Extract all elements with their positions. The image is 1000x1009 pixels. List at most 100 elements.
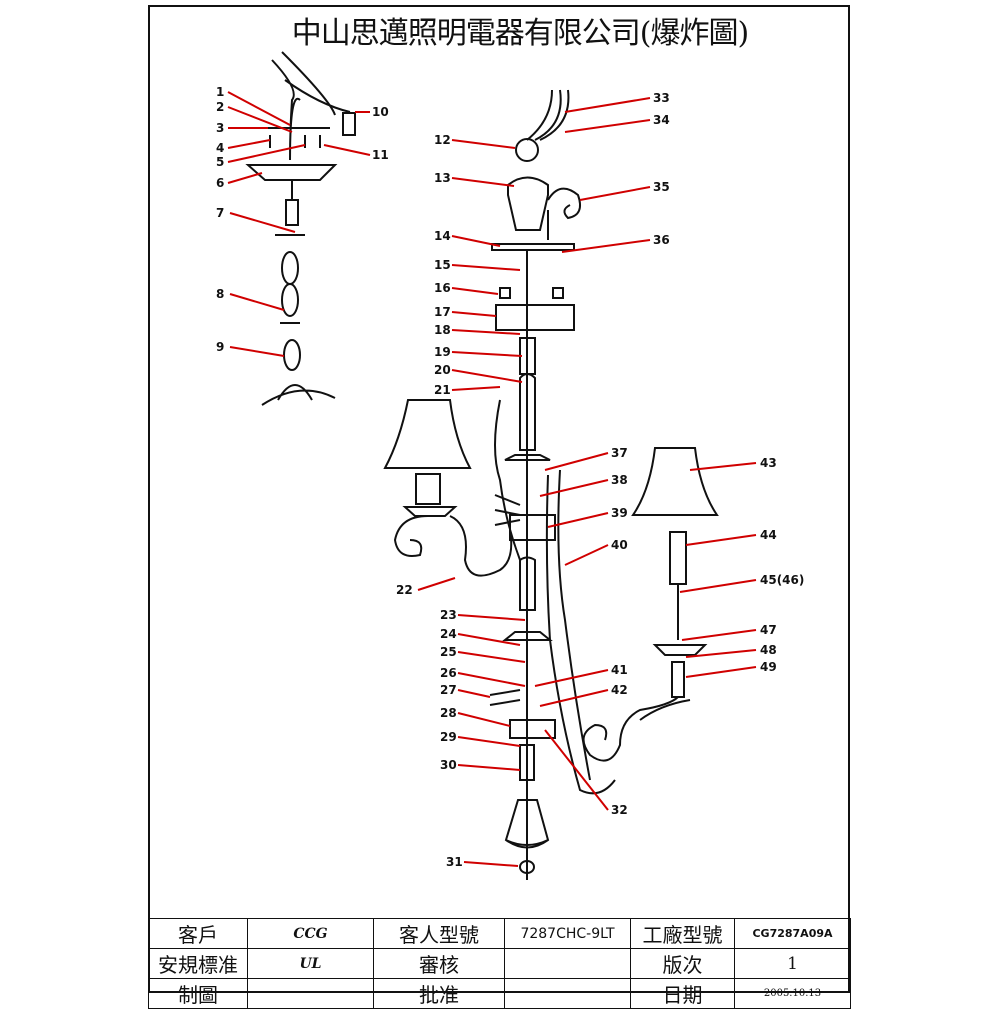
loop-ring [515,138,539,162]
left-cup [402,506,458,517]
review-label: 審核 [373,948,505,979]
left-candle [415,473,441,505]
leader-line [417,577,456,591]
part-number-label: 1 [216,85,224,99]
leader-line [457,633,521,646]
leader-line [227,172,263,184]
left-arm [393,399,521,577]
part-number-label: 15 [434,258,451,272]
leader-line [685,534,757,546]
version-value: 1 [734,948,851,979]
safety-value: UL [247,948,374,979]
chain-link [281,251,299,285]
part-number-label: 30 [440,758,457,772]
part-number-label: 7 [216,206,224,220]
leader-line [229,346,285,357]
title-block-row: 制圖 批准 日期 2005.10.13 [148,978,851,1009]
part-number-label: 35 [653,180,670,194]
top-cup [507,176,549,231]
leader-line [681,629,757,641]
review-value [504,948,631,979]
leader-line [451,235,501,247]
part-number-label: 8 [216,287,224,301]
drawn-value [247,978,374,1009]
drawn-label: 制圖 [148,978,248,1009]
leader-line [229,212,296,233]
part-number-label: 20 [434,363,451,377]
leader-line [539,479,609,497]
part-number-label: 39 [611,506,628,520]
leader-line [534,669,609,687]
right-cup [652,644,708,656]
leader-line [227,144,306,163]
chain-link [281,283,299,317]
chain-link [283,339,301,371]
date-value: 2005.10.13 [734,978,851,1009]
part-number-label: 18 [434,323,451,337]
lower-tube [519,744,535,781]
part-number-label: 22 [396,583,413,597]
bobeche-lower [502,631,553,641]
part-number-label: 14 [434,229,451,243]
part-number-label: 45(46) [760,573,804,587]
leader-line [685,666,757,678]
long-arm [545,469,616,795]
washer-plate [491,243,575,251]
factory-model-value: CG7287A09A [734,918,851,949]
part-number-label: 12 [434,133,451,147]
part-number-label: 26 [440,666,457,680]
leader-line [463,861,519,867]
right-nut [671,661,685,698]
customer-model-value: 7287CHC-9LT [504,918,631,949]
leader-line [451,369,523,383]
part-number-label: 3 [216,121,224,135]
leader-line [579,186,651,201]
leader-line [451,139,516,149]
part-number-label: 13 [434,171,451,185]
part-number-label: 5 [216,155,224,169]
leader-line [451,386,501,391]
canopy [245,164,338,181]
leader-line [457,689,491,698]
part-number-label: 6 [216,176,224,190]
part-number-label: 27 [440,683,457,697]
left-shade [383,399,472,469]
part-labels: 1234567891011121314151617181920212223242… [216,85,804,869]
part-number-label: 28 [440,706,457,720]
part-number-label: 9 [216,340,224,354]
ceiling-hook [271,51,336,161]
leader-line [544,452,609,471]
part-number-label: 32 [611,803,628,817]
leader-line [451,177,515,187]
leader-line [457,712,511,727]
leader-line [451,329,521,335]
wires [526,89,570,141]
leader-line [229,293,285,311]
chandelier-parts [245,51,719,880]
ceiling-bracket [284,79,351,113]
lower-knob [519,556,536,611]
part-number-label: 44 [760,528,777,542]
drawing-title: 中山思邁照明電器有限公司(爆炸圖) [291,16,749,51]
part-number-label: 41 [611,663,628,677]
leader-line [457,614,526,621]
right-arm [582,696,691,762]
leader-line [451,311,497,317]
title-block: 客戶 CCG 客人型號 7287CHC-9LT 工廠型號 CG7287A09A … [148,918,851,1009]
part-number-label: 24 [440,627,457,641]
part-number-label: 33 [653,91,670,105]
leader-line [564,97,651,113]
leader-line [457,736,521,747]
bottom-finial [504,799,550,849]
leader-line [685,649,757,658]
part-number-label: 47 [760,623,777,637]
part-number-label: 40 [611,538,628,552]
right-candle [669,531,687,585]
approve-label: 批准 [373,978,505,1009]
version-label: 版次 [630,948,735,979]
part-number-label: 29 [440,730,457,744]
leader-line [689,462,757,471]
knob [519,373,536,451]
chain-hook-bottom [261,384,336,406]
